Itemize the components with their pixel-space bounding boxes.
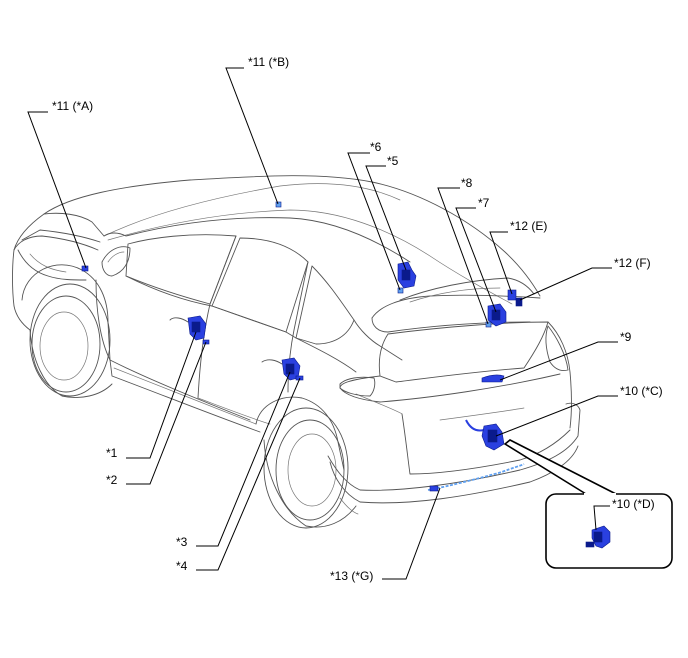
part-10d-lock-detail: [585, 525, 611, 549]
part-8-connector: [485, 321, 492, 328]
part-6-connector: [397, 287, 404, 294]
callout-13g: *13 (*G): [330, 569, 373, 583]
part-7-back-door-module: [487, 303, 507, 327]
inset-pointer: [503, 439, 617, 495]
callout-11a: *11 (*A): [52, 99, 93, 113]
part-12f-sensor: [515, 297, 523, 307]
callout-12f: *12 (F): [614, 256, 651, 270]
part-11b-sensor: [275, 201, 282, 208]
part-11a-sensor: [81, 265, 89, 272]
callout-labels: *11 (*A) *11 (*B) *6 *5 *8 *7 *12 (E) *1…: [52, 55, 663, 583]
callout-10c: *10 (*C): [620, 384, 663, 398]
callout-5: *5: [387, 154, 399, 168]
callout-2: *2: [106, 473, 118, 487]
leader-lines: [27, 67, 618, 580]
part-10c-back-door-lock: [465, 419, 505, 451]
part-12e-sensor: [507, 289, 517, 301]
detail-inset: [503, 439, 673, 569]
callout-10d: *10 (*D): [612, 497, 655, 511]
part-13g-bumper-harness: [427, 463, 525, 491]
highlighted-parts: [81, 201, 525, 492]
callout-8: *8: [461, 176, 473, 190]
callout-11b: *11 (*B): [248, 55, 289, 69]
callout-3: *3: [176, 535, 188, 549]
part-5-hatch-module: [397, 261, 417, 289]
vehicle-body-outline: [12, 175, 581, 529]
callout-12e: *12 (E): [510, 219, 547, 233]
callout-6: *6: [370, 140, 382, 154]
part-1-front-door-lock: [169, 315, 207, 341]
callout-1: *1: [106, 446, 118, 460]
callout-7: *7: [478, 196, 490, 210]
callout-4: *4: [176, 559, 188, 573]
part-13g-connector: [429, 485, 439, 492]
part-9-handle-switch: [481, 374, 505, 383]
callout-9: *9: [620, 330, 632, 344]
part-3-rear-door-lock: [261, 357, 301, 381]
